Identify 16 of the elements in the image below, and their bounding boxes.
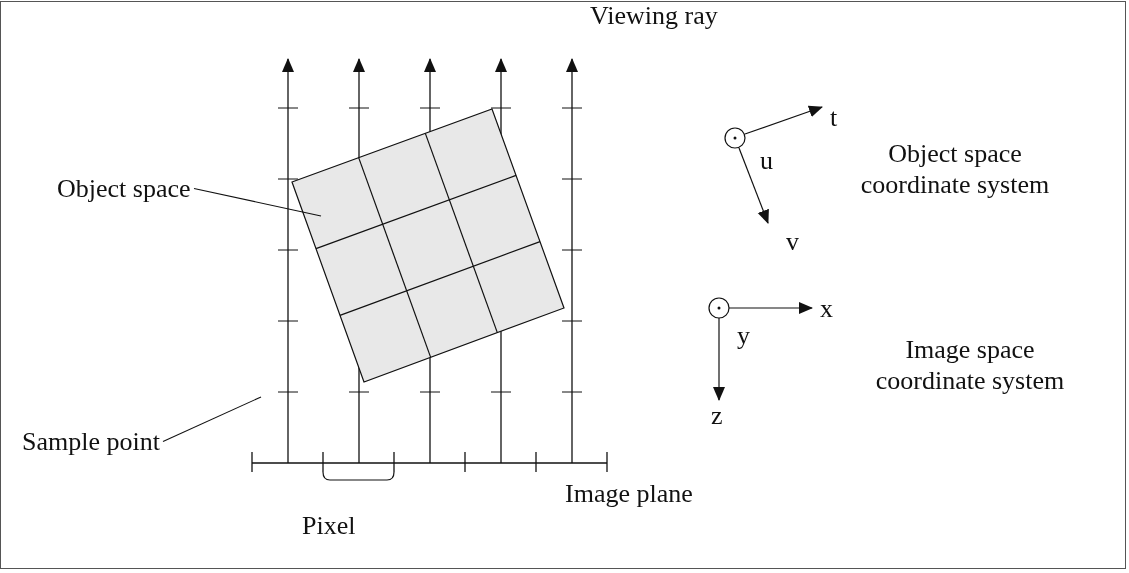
callout-label: Sample point bbox=[22, 426, 160, 458]
axis-label: u bbox=[760, 145, 773, 177]
axis-label: Image plane bbox=[565, 478, 693, 510]
axis-label: t bbox=[830, 102, 838, 134]
axis-label: v bbox=[786, 226, 799, 258]
axis-label: Pixel bbox=[302, 510, 356, 542]
caption-label: Object space coordinate system bbox=[859, 138, 1051, 201]
object-space-grid bbox=[291, 108, 565, 383]
axis-label: z bbox=[711, 400, 723, 432]
caption-label: Image space coordinate system bbox=[874, 334, 1066, 397]
leader-line bbox=[193, 187, 322, 217]
callout-label: Object space bbox=[57, 173, 191, 205]
leader-line bbox=[162, 396, 262, 443]
axis-label: x bbox=[820, 293, 833, 325]
axis-label: Viewing ray bbox=[590, 0, 718, 32]
axis-label: y bbox=[737, 320, 750, 352]
